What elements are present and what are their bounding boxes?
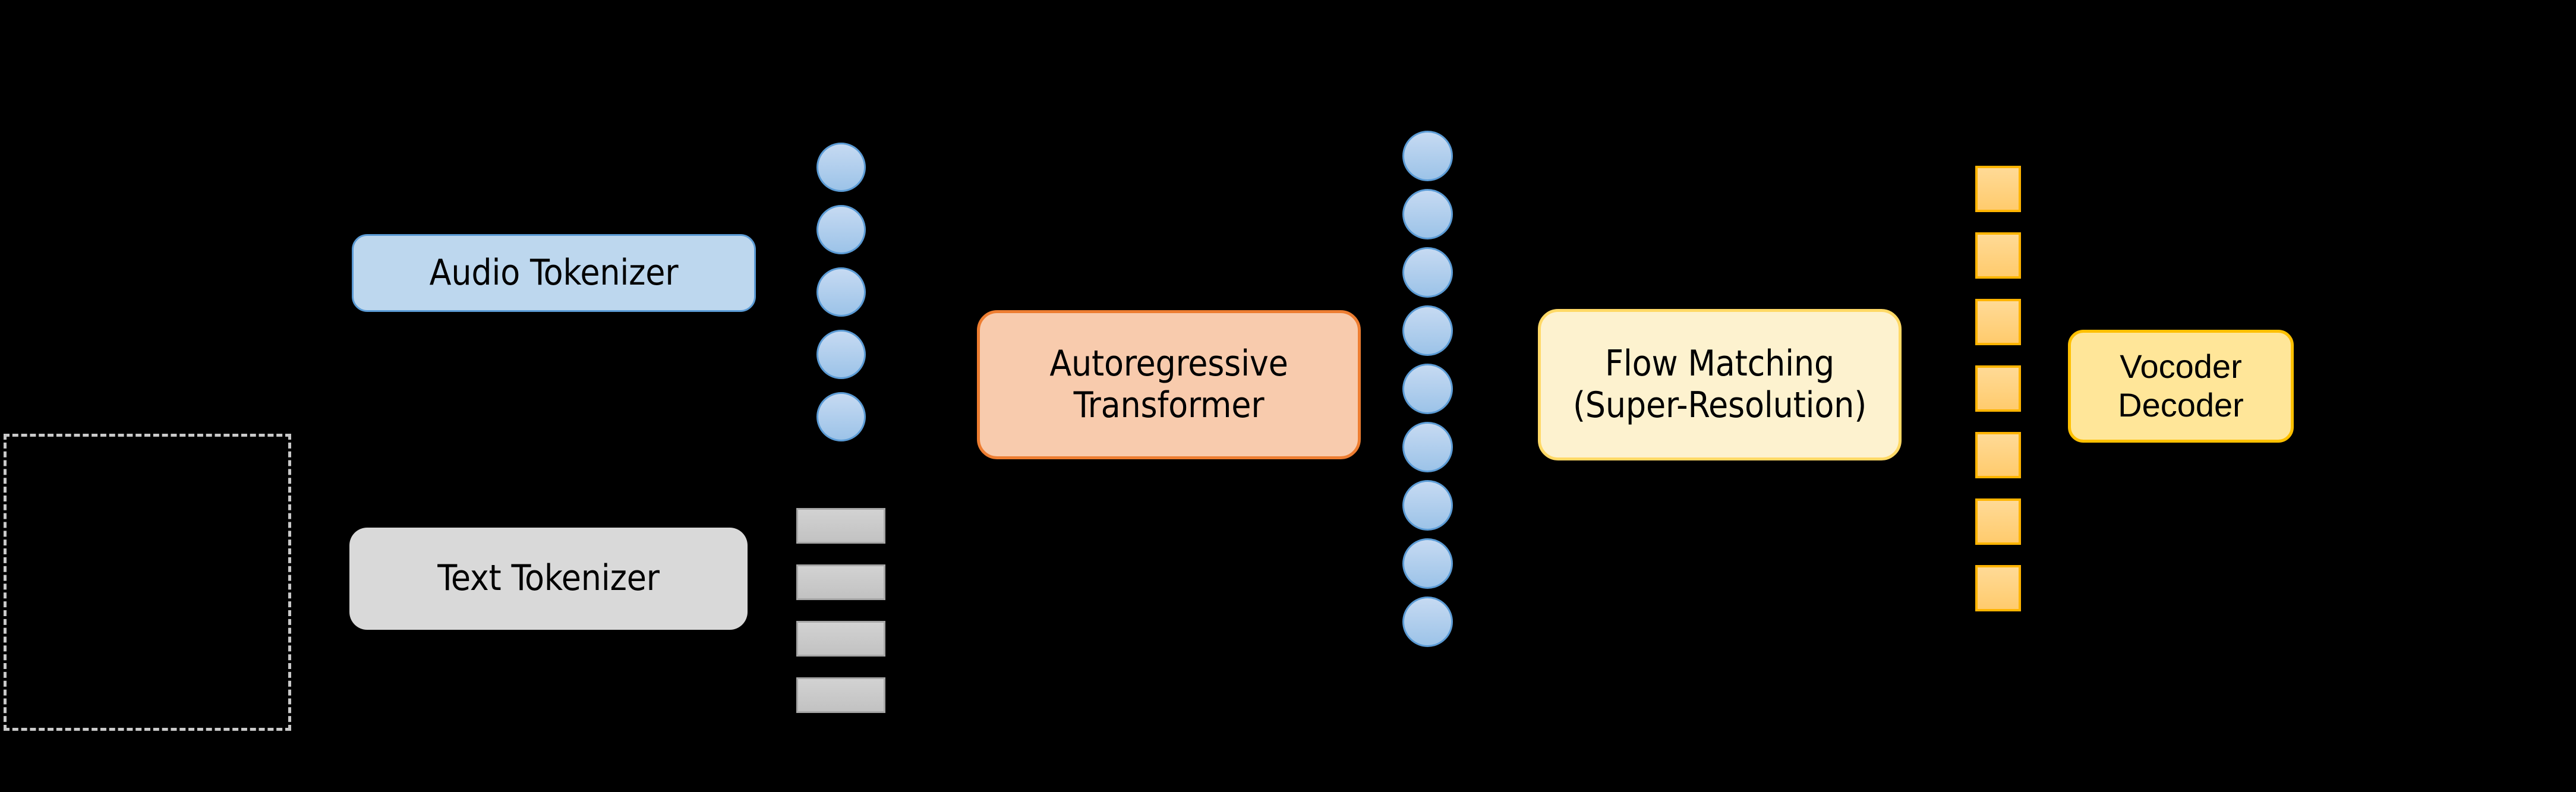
node-flow-matching[interactable]: Flow Matching (Super-Resolution) [1538, 309, 1902, 460]
mel-frame-column-item [1975, 365, 2021, 412]
acoustic-token-column-item [1402, 305, 1453, 356]
acoustic-token-column-item [1402, 422, 1453, 472]
mel-frame-column-item [1975, 166, 2021, 212]
acoustic-token-column-item [1402, 247, 1453, 298]
mel-frame-column-item [1975, 565, 2021, 611]
node-text-tokenizer[interactable]: Text Tokenizer [349, 528, 748, 630]
mel-frame-column-item [1975, 498, 2021, 545]
acoustic-token-column-item [1402, 364, 1453, 414]
mel-frame-column-item [1975, 232, 2021, 279]
text-token-column-item [796, 677, 885, 713]
empty-dashed-region [4, 434, 291, 731]
text-token-column-item [796, 621, 885, 657]
audio-token-column-item [816, 143, 866, 192]
acoustic-token-column-item [1402, 480, 1453, 531]
acoustic-token-column-item [1402, 538, 1453, 589]
node-vocoder-decoder[interactable]: Vocoder Decoder [2068, 330, 2294, 443]
node-autoregressive-transformer[interactable]: Autoregressive Transformer [977, 310, 1361, 459]
acoustic-token-column-item [1402, 131, 1453, 181]
audio-token-column-item [816, 205, 866, 254]
audio-token-column-item [816, 330, 866, 379]
acoustic-token-column-item [1402, 189, 1453, 239]
acoustic-token-column-item [1402, 597, 1453, 647]
text-token-column-item [796, 564, 885, 600]
audio-token-column-item [816, 392, 866, 441]
text-token-column-item [796, 508, 885, 544]
mel-frame-column-item [1975, 299, 2021, 345]
audio-token-column-item [816, 267, 866, 317]
mel-frame-column-item [1975, 432, 2021, 478]
node-audio-tokenizer[interactable]: Audio Tokenizer [352, 234, 756, 312]
